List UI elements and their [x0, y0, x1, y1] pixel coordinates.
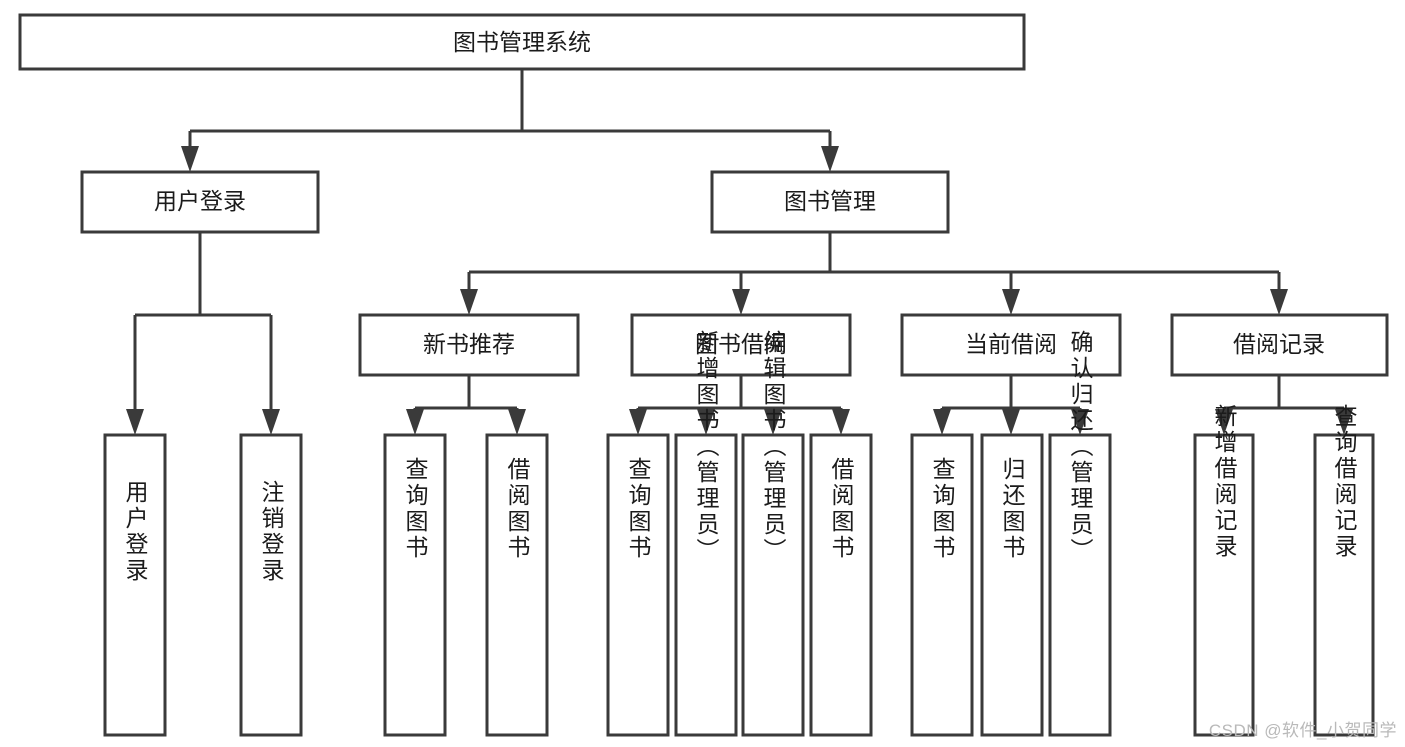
node-current-borrow-label: 当前借阅 — [965, 331, 1057, 357]
connector-user-login-bus — [133, 232, 273, 415]
leaf-node-query-book-current[interactable]: 查询图书 — [910, 433, 974, 737]
node-new-book-recommend-box[interactable] — [358, 313, 580, 377]
node-borrow-record-label: 借阅记录 — [1233, 331, 1325, 357]
node-root-label: 图书管理系统 — [453, 29, 591, 55]
node-borrow-record[interactable]: 借阅记录 — [1170, 313, 1389, 377]
leaf-query-book-current-label: 查询图书 — [929, 457, 956, 561]
leaf-return-book-label: 归还图书 — [999, 457, 1026, 561]
arrow-to-book-management — [821, 146, 839, 172]
connector-book-management-bus — [467, 232, 1281, 295]
arrow-to-leaf-add-borrow-record — [1215, 409, 1233, 435]
connector-borrow-record-bus — [1222, 375, 1346, 415]
arrow-to-leaf-confirm-return — [1071, 409, 1089, 435]
arrow-to-leaf-edit-book — [764, 409, 782, 435]
arrow-to-leaf-borrow-book-rec — [508, 409, 526, 435]
leaf-node-user-login[interactable]: 用户登录 — [103, 433, 167, 737]
node-book-management[interactable]: 图书管理 — [710, 170, 950, 234]
leaf-borrow-book-box[interactable] — [809, 433, 873, 737]
connector-layer — [126, 69, 1353, 435]
node-new-book-recommend-label: 新书推荐 — [423, 331, 515, 357]
leaf-query-book-borrow-box[interactable] — [606, 433, 670, 737]
leaf-user-logout-box[interactable] — [239, 433, 303, 737]
node-book-borrow-box[interactable] — [630, 313, 852, 377]
arrow-to-leaf-user-logout — [262, 409, 280, 435]
node-user-login-box[interactable] — [80, 170, 320, 234]
arrow-to-new-book-recommend — [460, 289, 478, 315]
leaf-query-borrow-record-label: 查询借阅记录 — [1331, 404, 1358, 560]
leaf-node-add-book[interactable]: 新增图书（管理员） — [674, 330, 738, 737]
leaf-node-query-book-borrow[interactable]: 查询图书 — [606, 433, 670, 737]
arrow-to-leaf-return-book — [1002, 409, 1020, 435]
leaf-user-login-box[interactable] — [103, 433, 167, 737]
arrow-to-leaf-borrow-book — [832, 409, 850, 435]
leaf-query-borrow-record-box[interactable] — [1313, 433, 1375, 737]
leaf-query-book-rec-box[interactable] — [383, 433, 447, 737]
node-book-borrow-label: 图书借阅 — [695, 331, 787, 357]
leaf-node-add-borrow-record[interactable]: 新增借阅记录 — [1193, 404, 1255, 737]
leaf-user-logout-label: 注销登录 — [258, 480, 285, 584]
leaf-borrow-book-rec-box[interactable] — [485, 433, 549, 737]
node-user-login[interactable]: 用户登录 — [80, 170, 320, 234]
leaf-query-book-borrow-label: 查询图书 — [625, 457, 652, 561]
arrow-to-leaf-query-book-rec — [406, 409, 424, 435]
leaf-add-borrow-record-box[interactable] — [1193, 433, 1255, 737]
leaf-confirm-return-box[interactable] — [1048, 433, 1112, 737]
leaf-add-borrow-record-label: 新增借阅记录 — [1211, 404, 1238, 560]
arrow-to-borrow-record — [1270, 289, 1288, 315]
node-root-box[interactable] — [18, 13, 1026, 71]
leaf-add-book-box[interactable] — [674, 433, 738, 737]
node-borrow-record-box[interactable] — [1170, 313, 1389, 377]
connector-root-bus — [188, 69, 832, 152]
leaf-confirm-return-label: 确认归还（管理员） — [1067, 330, 1094, 564]
leaf-node-return-book[interactable]: 归还图书 — [980, 433, 1044, 737]
arrow-to-leaf-query-borrow-record — [1335, 409, 1353, 435]
leaf-node-edit-book[interactable]: 编辑图书（管理员） — [741, 330, 805, 737]
node-new-book-recommend[interactable]: 新书推荐 — [358, 313, 580, 377]
leaf-borrow-book-rec-label: 借阅图书 — [504, 457, 531, 561]
leaf-query-book-current-box[interactable] — [910, 433, 974, 737]
node-user-login-label: 用户登录 — [154, 188, 246, 214]
leaf-node-confirm-return[interactable]: 确认归还（管理员） — [1048, 330, 1112, 737]
leaf-borrow-book-label: 借阅图书 — [828, 457, 855, 561]
leaf-node-query-book-rec[interactable]: 查询图书 — [383, 433, 447, 737]
arrow-to-leaf-user-login — [126, 409, 144, 435]
leaf-return-book-box[interactable] — [980, 433, 1044, 737]
node-current-borrow-box[interactable] — [900, 313, 1122, 377]
node-book-management-label: 图书管理 — [784, 188, 876, 214]
node-root[interactable]: 图书管理系统 — [18, 13, 1026, 71]
leaf-node-borrow-book[interactable]: 借阅图书 — [809, 433, 873, 737]
arrow-to-current-borrow — [1002, 289, 1020, 315]
leaf-add-book-label: 新增图书（管理员） — [693, 330, 720, 564]
node-current-borrow[interactable]: 当前借阅 — [900, 313, 1122, 377]
arrow-to-leaf-query-book-current — [933, 409, 951, 435]
leaf-node-borrow-book-rec[interactable]: 借阅图书 — [485, 433, 549, 737]
arrow-to-leaf-add-book — [697, 409, 715, 435]
leaf-node-user-logout[interactable]: 注销登录 — [239, 433, 303, 737]
connector-book-borrow-bus — [636, 375, 843, 415]
node-book-borrow[interactable]: 图书借阅 — [630, 313, 852, 377]
arrow-to-leaf-query-book-borrow — [629, 409, 647, 435]
arrow-to-user-login — [181, 146, 199, 172]
leaf-edit-book-box[interactable] — [741, 433, 805, 737]
connector-new-book-recommend-bus — [413, 375, 519, 415]
node-book-management-box[interactable] — [710, 170, 950, 234]
leaf-edit-book-label: 编辑图书（管理员） — [760, 330, 787, 564]
leaf-user-login-label: 用户登录 — [122, 480, 149, 584]
arrow-to-book-borrow — [732, 289, 750, 315]
leaf-query-book-rec-label: 查询图书 — [402, 457, 429, 561]
leaf-node-query-borrow-record[interactable]: 查询借阅记录 — [1313, 404, 1375, 737]
